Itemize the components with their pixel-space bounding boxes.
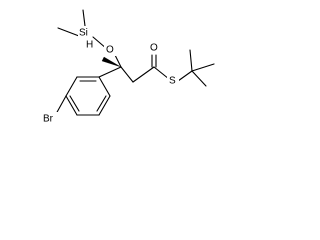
ring-bond-lower-left [65, 95, 78, 116]
bond-si-methyl-left [57, 27, 80, 37]
ring-bond-upper-left [65, 76, 78, 97]
bond-tbutyl-methyl-bottom [191, 70, 207, 87]
bond-ring-bromine [55, 95, 67, 115]
bond-stereocenter-ch2 [120, 66, 134, 83]
bond-ch2-carbonyl [132, 66, 155, 83]
bond-stereocenter-aryl [98, 66, 122, 78]
bond-carbonyl-sulfur [153, 66, 170, 80]
atom-ether-oxygen: O [106, 45, 114, 56]
bond-si-methyl-top [82, 9, 86, 27]
chemical-structure: Si H O O S Br [42, 9, 215, 126]
bond-tbutyl-methyl-top [189, 49, 193, 72]
bond-tbutyl-methyl-right [191, 63, 215, 72]
wedge-bond-stereocenter-methyl [101, 56, 122, 68]
atom-bromine: Br [43, 114, 54, 125]
atom-silicon: Si [79, 28, 88, 39]
ring-bond-lower-right-inner [96, 95, 107, 112]
atom-thioester-sulfur: S [169, 76, 176, 87]
ring-bond-upper-right [98, 76, 111, 97]
bond-oxygen-stereocenter [114, 54, 122, 68]
ring-bond-lower-left-inner [69, 95, 80, 112]
bond-sulfur-tbutyl [177, 70, 193, 82]
atom-silicon-hydrogen: H [86, 40, 93, 51]
atom-carbonyl-oxygen: O [150, 43, 158, 54]
ring-bond-lower-right [98, 95, 111, 116]
